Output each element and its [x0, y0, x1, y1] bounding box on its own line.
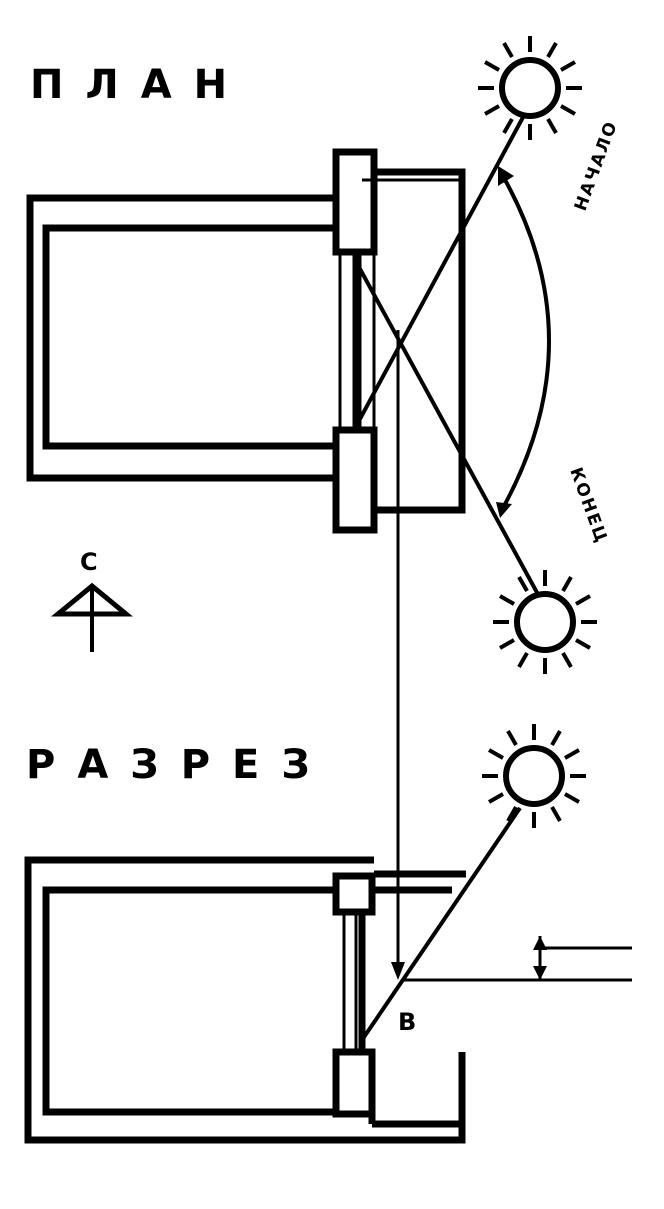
svg-text:С: С [80, 548, 98, 576]
point-b-label: В [398, 1008, 416, 1036]
sun-start-label: НАЧАЛО [571, 118, 622, 214]
sun-end-icon [493, 570, 597, 674]
section-title: РАЗРЕЗ [26, 742, 332, 788]
dimension-arrows [533, 936, 547, 980]
plan-building [26, 148, 378, 534]
sun-section-icon [482, 724, 586, 828]
section-sun-ray [360, 806, 522, 1042]
sun-end-label: КОНЕЦ [565, 465, 611, 547]
sun-start-icon [478, 36, 582, 140]
section-building [24, 856, 466, 1144]
plan-title: ПЛАН [30, 62, 249, 108]
plan-sunroom-projection [362, 168, 466, 514]
north-arrow-icon: С [51, 548, 133, 652]
sun-path-arc [496, 166, 551, 518]
plan-sun-rays [352, 107, 542, 599]
